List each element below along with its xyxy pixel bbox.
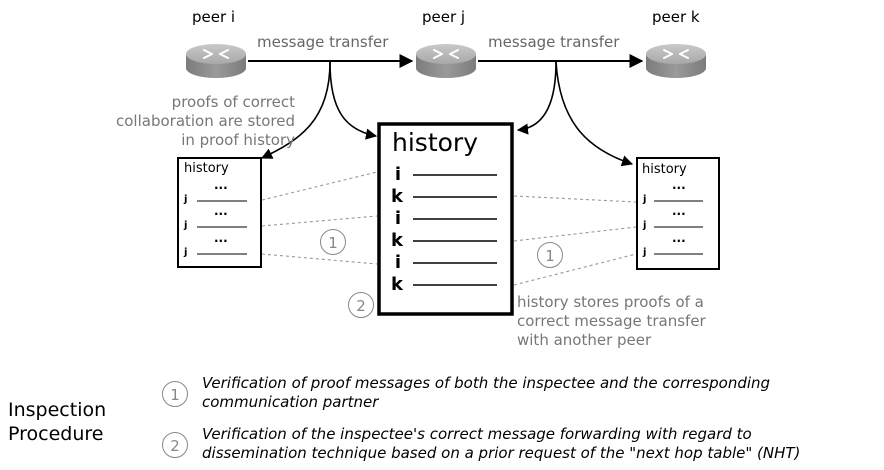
collaboration-note-line-3: in proof history (181, 131, 295, 149)
collaboration-note: proofs of correct collaboration are stor… (116, 93, 295, 150)
legend-marker-2: 2 (162, 432, 188, 458)
marker-1-right: 1 (537, 242, 563, 268)
history-stores-note-line-1: history stores proofs of a (517, 293, 704, 311)
router-icon-peer-j (415, 43, 477, 79)
right-history-row-lines (654, 200, 703, 255)
right-history-dots-2: ... (672, 204, 686, 218)
central-history-row-1: i (394, 164, 402, 185)
legend-marker-1: 1 (162, 381, 188, 407)
history-stores-note-line-3: with another peer (517, 331, 652, 349)
edge-label-right: message transfer (488, 33, 620, 51)
inspection-procedure-heading: Inspection Procedure (8, 398, 106, 446)
history-stores-note: history stores proofs of a correct messa… (517, 293, 706, 350)
legend-item-2: Verification of the inspectee's correct … (202, 425, 800, 463)
legend-item-1-line-1: Verification of proof messages of both t… (202, 374, 771, 392)
arrow-to-right-history (555, 61, 634, 167)
arrow-to-left-history (260, 61, 331, 159)
central-history-row-lines (413, 174, 497, 286)
edge-label-left: message transfer (257, 33, 389, 51)
right-history-dots-3: ... (672, 231, 686, 245)
left-history-dots-3: ... (214, 231, 228, 245)
right-history-row-3: j (643, 247, 647, 258)
collaboration-note-line-1: proofs of correct (171, 93, 295, 111)
left-history-row-lines (197, 200, 247, 255)
inspection-heading-line-2: Procedure (8, 423, 104, 445)
inspection-heading-line-1: Inspection (8, 399, 107, 421)
central-history-row-6: k (391, 274, 403, 295)
right-history-title: history (642, 162, 687, 177)
right-history-row-1: j (643, 194, 647, 205)
history-stores-note-line-2: correct message transfer (517, 312, 706, 330)
left-history-row-2: j (184, 220, 188, 231)
left-history-title: history (184, 161, 229, 176)
router-icon-peer-i (185, 43, 247, 79)
right-history-dots-1: ... (672, 178, 686, 192)
peer-k-label: peer k (652, 8, 700, 26)
central-history-row-4: k (391, 230, 403, 251)
right-history-box (636, 157, 720, 270)
legend-item-2-line-1: Verification of the inspectee's correct … (202, 425, 752, 443)
peer-i-label: peer i (192, 8, 236, 26)
central-history-row-5: i (394, 252, 402, 273)
central-history-title: history (392, 128, 478, 157)
router-icon-peer-k (645, 43, 707, 79)
legend-item-1: Verification of proof messages of both t… (202, 374, 770, 412)
arrow-to-central-history-left (329, 61, 378, 140)
left-history-row-1: j (184, 194, 188, 205)
legend-item-2-line-2: dissemination technique based on a prior… (202, 444, 801, 462)
central-history-row-3: i (394, 208, 402, 229)
central-history-row-2: k (391, 186, 403, 207)
left-history-dots-1: ... (214, 178, 228, 192)
arrow-to-central-history-right (516, 61, 557, 135)
left-history-box (177, 157, 262, 268)
dotted-connectors (261, 171, 637, 286)
marker-1-left: 1 (320, 229, 346, 255)
marker-2: 2 (348, 292, 374, 318)
collaboration-note-line-2: collaboration are stored (116, 112, 295, 130)
left-history-row-3: j (184, 247, 188, 258)
left-history-dots-2: ... (214, 204, 228, 218)
right-history-row-2: j (643, 220, 647, 231)
peer-j-label: peer j (422, 8, 466, 26)
legend-item-1-line-2: communication partner (202, 393, 379, 411)
